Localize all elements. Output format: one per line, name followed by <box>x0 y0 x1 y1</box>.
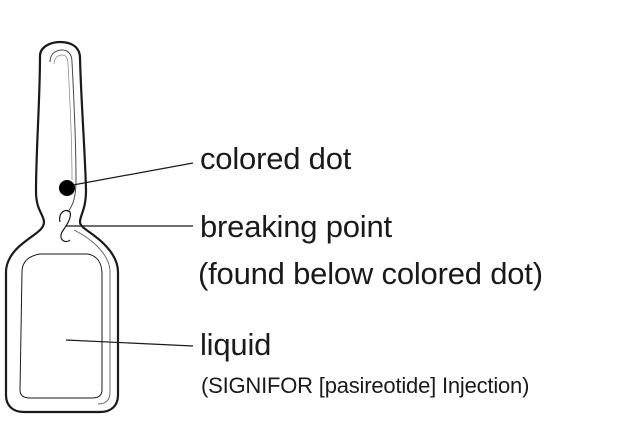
label-breaking-point: breaking point <box>200 209 392 244</box>
colored-dot <box>59 180 75 196</box>
top-highlight <box>49 49 77 213</box>
body-highlight <box>73 229 111 405</box>
liquid-outline <box>19 253 103 399</box>
leader-colored-dot <box>72 162 194 186</box>
label-breaking-point-note: (found below colored dot) <box>198 256 543 291</box>
label-liquid-note: (SIGNIFOR [pasireotide] Injection) <box>201 373 530 398</box>
breaking-point-mark <box>59 209 71 243</box>
leader-liquid <box>65 339 194 347</box>
ampule-outline <box>4 40 120 414</box>
label-liquid: liquid <box>200 327 272 362</box>
top-highlight-2 <box>53 54 73 181</box>
label-colored-dot: colored dot <box>200 141 352 176</box>
